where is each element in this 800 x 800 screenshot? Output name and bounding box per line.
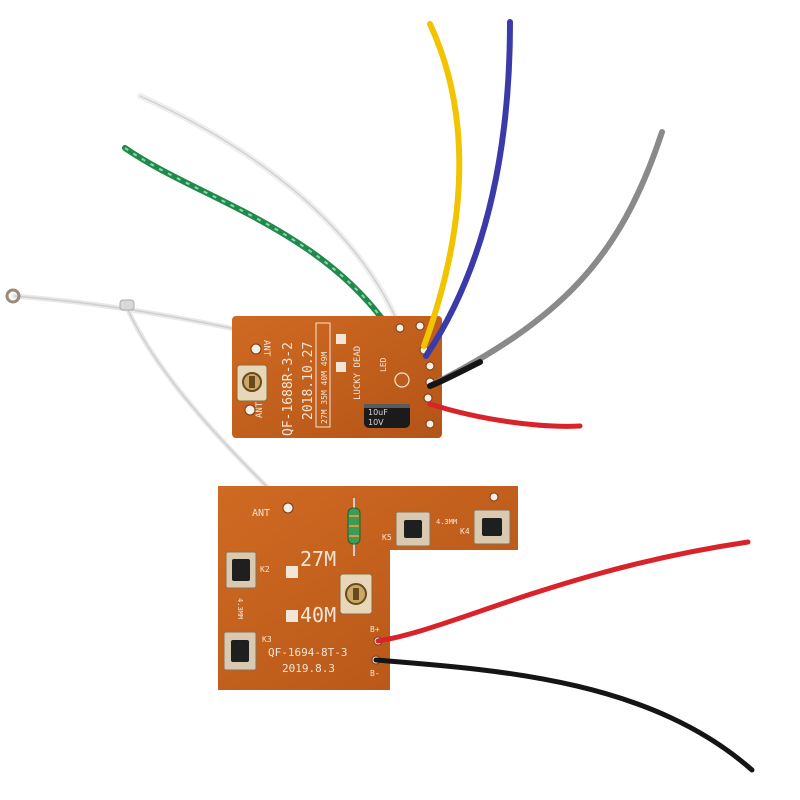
gray-black-wire [427, 129, 665, 389]
transmitter-board: ANT K5 K4 4.3MM K2 4.3MM [218, 486, 518, 690]
button-k3[interactable] [223, 631, 257, 671]
receiver-board: ANT ANT QF-1688R-3-2 2018.10.27 27M 35M … [232, 316, 442, 438]
label-k3: K3 [262, 635, 272, 644]
b-plus-label: B+ [370, 625, 380, 634]
label-size-left: 4.3MM [236, 598, 244, 619]
label-k2: K2 [260, 565, 270, 574]
antenna-wire-receiver [5, 288, 259, 353]
receiver-ant-bottom-label: ANT [255, 401, 265, 418]
label-size-top: 4.3MM [436, 518, 457, 526]
transmitter-tuning-coil [339, 573, 373, 615]
button-k4[interactable] [473, 509, 511, 545]
tuning-coil [236, 364, 268, 402]
label-k5: K5 [382, 533, 392, 542]
freq-40m-label: 40M [300, 603, 336, 627]
capacitor-voltage: 10V [368, 418, 384, 427]
led-footprint [394, 372, 410, 388]
transmitter-ant-label: ANT [252, 508, 270, 519]
receiver-date-label: 2018.10.27 [301, 342, 316, 420]
svg-text:27M 35M 40M 49M: 27M 35M 40M 49M [320, 352, 329, 424]
freq-27m-label: 27M [300, 547, 336, 571]
inductor [347, 498, 361, 556]
receiver-ant-top-label: ANT [261, 340, 271, 357]
receiver-model-label: QF-1688R-3-2 [281, 342, 296, 436]
b-minus-label: B- [370, 669, 380, 678]
green-wire [122, 145, 401, 345]
receiver-led-label: LED [379, 357, 388, 372]
button-k2[interactable] [225, 551, 257, 589]
antenna-wire-transmitter [119, 299, 291, 511]
white-wire [137, 93, 403, 331]
red-power-wire-receiver [427, 401, 583, 429]
red-power-wire-transmitter [375, 539, 751, 644]
capacitor: 10uF 10V [364, 404, 410, 428]
transmitter-date-label: 2019.8.3 [282, 662, 335, 675]
black-power-wire-transmitter [373, 657, 755, 773]
button-k5[interactable] [395, 511, 431, 547]
blue-wire [423, 19, 513, 359]
yellow-wire [421, 21, 463, 349]
receiver-logo: LUCKY DEAD [353, 346, 363, 400]
receiver-frequency-tag: 27M 35M 40M 49M [315, 322, 331, 428]
transmitter-model-label: QF-1694-8T-3 [268, 646, 347, 659]
label-k4: K4 [460, 527, 470, 536]
capacitor-value: 10uF [368, 408, 388, 417]
